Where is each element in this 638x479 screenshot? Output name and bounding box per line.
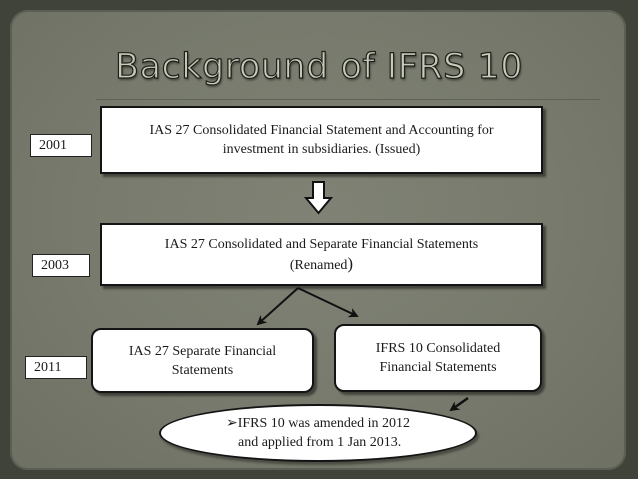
ifrs10-line1: IFRS 10 Consolidated <box>375 341 501 356</box>
arrow-to-note <box>449 396 469 412</box>
year-label-2003: 2003 <box>32 254 90 277</box>
ias27-2003-line1: IAS 27 Consolidated and Separate Financi… <box>164 236 479 252</box>
note-line1: IFRS 10 was amended in 2012 <box>237 416 410 431</box>
arrow-to-separate <box>256 287 299 326</box>
year-label-2001: 2001 <box>30 134 92 157</box>
arrow-to-ifrs10 <box>297 287 359 318</box>
down-block-arrow-icon <box>303 181 334 215</box>
ias27-separate-line2: Statements <box>171 362 234 378</box>
ias27-separate-line1: IAS 27 Separate Financial <box>128 343 277 359</box>
note-ellipse: ➢IFRS 10 was amended in 2012 and applied… <box>159 404 477 462</box>
ias27-2003-paren: ) <box>347 253 354 273</box>
ias27-2001-line2: investment in subsidiaries. (Issued) <box>222 142 421 157</box>
slide-title: Background of IFRS 10 <box>114 46 523 87</box>
ias27-2003-line2: (Renamed <box>289 257 348 273</box>
ias27-separate-box: IAS 27 Separate Financial Statements <box>91 328 314 393</box>
ias27-2003-box: IAS 27 Consolidated and Separate Financi… <box>100 223 543 286</box>
year-label-2011: 2011 <box>25 356 87 379</box>
ias27-2001-line1: IAS 27 Consolidated Financial Statement … <box>149 123 494 138</box>
ifrs10-box: IFRS 10 Consolidated Financial Statement… <box>334 324 542 392</box>
ias27-2001-box: IAS 27 Consolidated Financial Statement … <box>100 106 543 174</box>
note-line2: and applied from 1 Jan 2013. <box>238 435 402 450</box>
note-bullet-icon: ➢ <box>226 416 238 431</box>
title-underline <box>96 99 600 100</box>
ifrs10-line2: Financial Statements <box>379 360 497 375</box>
